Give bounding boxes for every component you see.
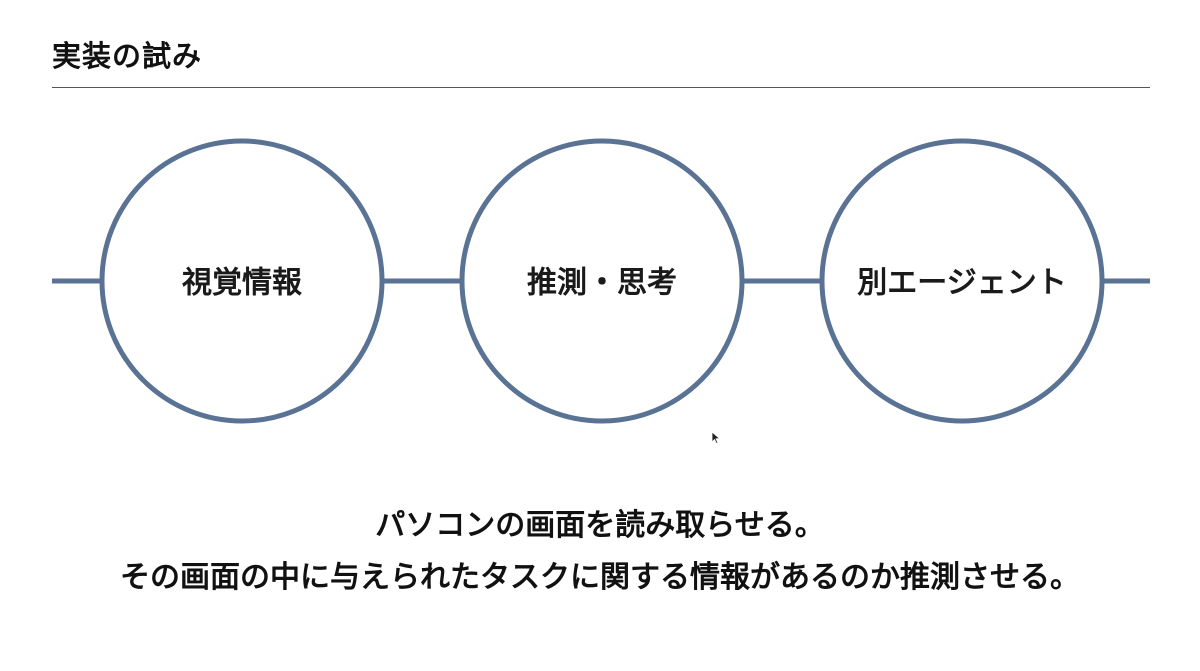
node-other-agent: 別エージェント	[819, 138, 1105, 424]
mouse-cursor-icon	[711, 431, 721, 445]
node-circle	[99, 138, 385, 424]
node-inference: 推測・思考	[459, 138, 745, 424]
caption-line-2: その画面の中に与えられたタスクに関する情報があるのか推測させる。	[120, 560, 1080, 595]
node-circle	[459, 138, 745, 424]
node-label: 視覚情報	[182, 266, 303, 301]
title-divider	[52, 87, 1150, 88]
node-label: 推測・思考	[527, 266, 677, 301]
node-visual-info: 視覚情報	[99, 138, 385, 424]
slide-title: 実装の試み	[52, 39, 203, 73]
node-label: 別エージェント	[857, 266, 1066, 301]
caption-line-1: パソコンの画面を読み取らせる。	[375, 508, 825, 543]
node-circle	[819, 138, 1105, 424]
